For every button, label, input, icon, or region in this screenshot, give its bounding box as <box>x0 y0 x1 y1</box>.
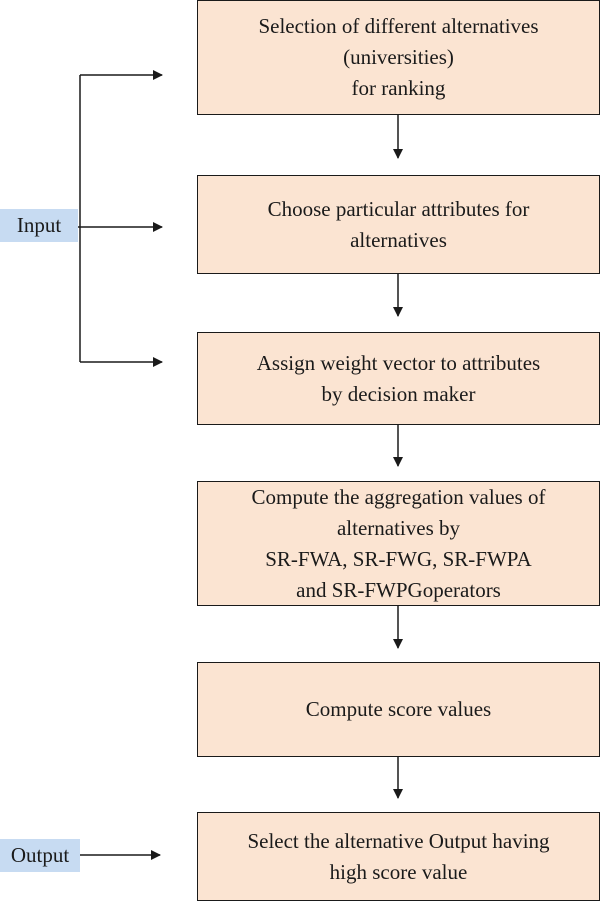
step5-line1: Compute score values <box>305 697 492 721</box>
step4-line3: SR-FWA, SR-FWG, SR-FWPA <box>265 546 532 571</box>
step4-line2: alternatives by <box>336 515 461 540</box>
step3-line2: by decision maker <box>321 381 476 406</box>
step2-line2: alternatives <box>350 227 447 252</box>
input-label: Input <box>0 209 78 242</box>
step6-line2: high score value <box>329 859 468 884</box>
step2-line1: Choose particular attributes for <box>267 196 530 221</box>
output-label: Output <box>0 839 80 872</box>
step-compute-score: Compute score values <box>197 662 600 757</box>
step3-line1: Assign weight vector to attributes <box>256 350 541 375</box>
step1-line3: for ranking <box>351 76 446 100</box>
step4-line4: and SR-FWPGoperators <box>296 577 501 602</box>
step-select-output: Select the alternative Output having hig… <box>197 812 600 901</box>
step-choose-attributes: Choose particular attributes for alterna… <box>197 175 600 274</box>
step4-line1: Compute the aggregation values of <box>251 484 546 509</box>
step1-line1: Selection of different alternatives <box>258 14 539 38</box>
step-compute-aggregation: Compute the aggregation values of altern… <box>197 481 600 606</box>
step-assign-weights: Assign weight vector to attributes by de… <box>197 332 600 425</box>
step6-line1: Select the alternative Output having <box>247 828 550 853</box>
step1-line2: (universities) <box>343 45 454 69</box>
step-select-alternatives: Selection of different alternatives (uni… <box>197 0 600 115</box>
